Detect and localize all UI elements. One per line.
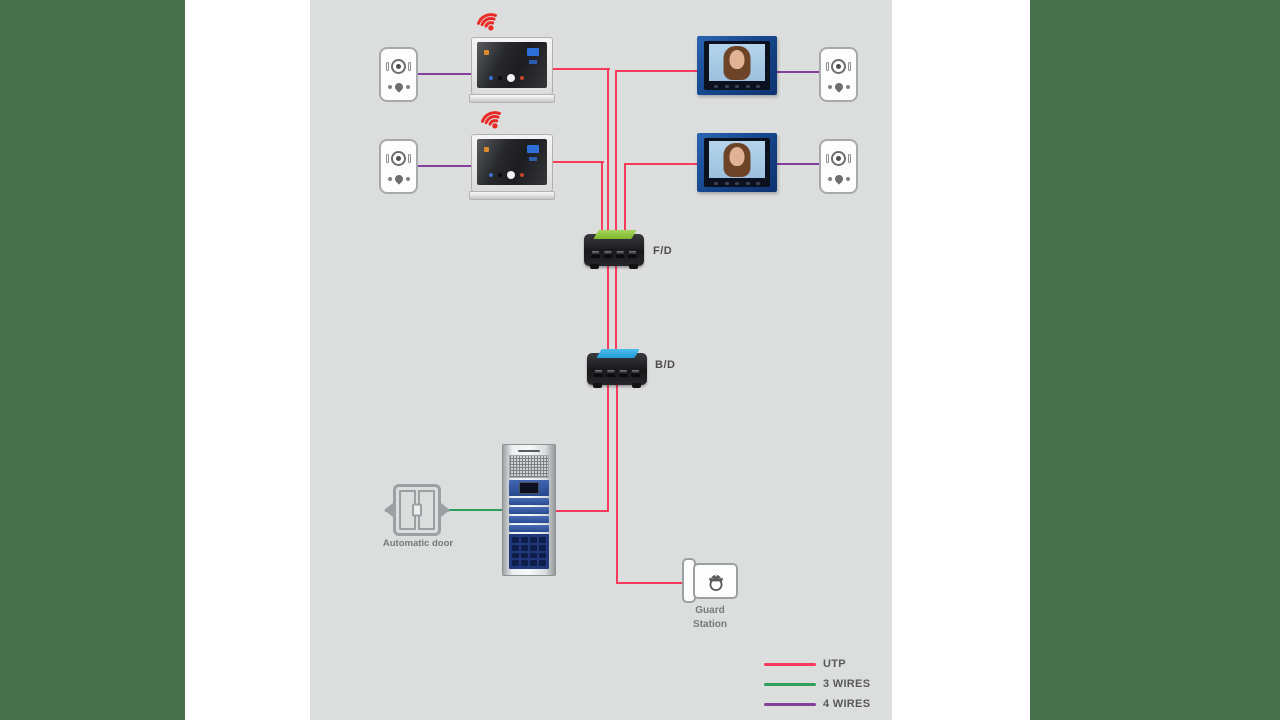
door-station-left-2 [379, 139, 418, 194]
wire-4w-station2-left [417, 165, 472, 167]
name-button-strip [509, 507, 549, 514]
speaker-grille [509, 455, 549, 478]
automatic-door-label: Automatic door [382, 538, 454, 549]
wire-utp-monitor1-h [553, 68, 610, 70]
video-screen [709, 44, 765, 81]
name-button-strip [509, 525, 549, 532]
building-distributor-bd [585, 348, 649, 388]
name-button-strip [509, 516, 549, 523]
caller-face [729, 50, 745, 69]
touch-buttons [489, 171, 524, 179]
door-station-right-1 [819, 47, 858, 102]
distributor-ports [591, 251, 637, 258]
wifi-icon [480, 111, 501, 129]
legend-item-4wires: 4 WIRES [764, 694, 870, 714]
video-screen [709, 141, 765, 178]
guard-station-label: Guard Station [693, 605, 727, 630]
screen-widget [527, 145, 539, 153]
indoor-monitor-wifi-2 [469, 134, 555, 200]
door-station-right-2 [819, 139, 858, 194]
doorbell-drop-icon [827, 80, 850, 93]
wire-utp-video2-v [624, 163, 626, 233]
bd-label: B/D [655, 359, 676, 371]
monitor-base [469, 94, 555, 103]
panel-keypad [509, 534, 549, 569]
doorbell-drop-icon [827, 172, 850, 185]
monitor-screen [477, 42, 547, 88]
arrow-left-icon [377, 503, 393, 517]
monitor-screen [477, 139, 547, 185]
panel-logo [518, 450, 540, 452]
legend: UTP 3 WIRES 4 WIRES [764, 654, 870, 714]
wire-utp-video1-v [615, 70, 617, 233]
caller-face [729, 147, 745, 166]
monitor-base [469, 191, 555, 200]
wire-utp-monitor2-v [601, 161, 603, 233]
monitor-bezel [704, 41, 770, 90]
wire-4w-station1-right [776, 71, 821, 73]
touch-buttons [714, 182, 760, 185]
wire-utp-fd-bd-left [607, 262, 609, 352]
wire-utp-bd-panel-v [607, 380, 609, 512]
indoor-monitor-wifi-1 [469, 37, 555, 103]
doorbell-drop-icon [387, 172, 410, 185]
door-handle [412, 503, 422, 517]
wire-utp-monitor2-h [553, 161, 604, 163]
distributor-body [584, 234, 644, 266]
floor-distributor-fd [582, 229, 646, 269]
camera-lens-icon [386, 150, 411, 166]
legend-line-4wires [764, 702, 816, 706]
guard-station-icon [682, 558, 738, 603]
arrow-right-icon [441, 503, 457, 517]
video-monitor-1 [697, 36, 777, 95]
fd-label: F/D [653, 245, 673, 257]
guard-station-body [693, 563, 738, 599]
distributor-top-label [596, 349, 640, 358]
touch-buttons [489, 74, 524, 82]
wire-utp-video2-h [624, 163, 697, 165]
camera-lens-icon [826, 150, 851, 166]
screen-widget [527, 48, 539, 56]
camera-lens-icon [386, 58, 411, 74]
distributor-body [587, 353, 647, 385]
wire-3w-autodoor [448, 509, 503, 511]
wire-utp-fd-bd-right [615, 262, 617, 352]
wire-4w-station2-right [776, 163, 821, 165]
door-frame [393, 484, 441, 536]
legend-line-3wires [764, 682, 816, 686]
entrance-door-panel [502, 444, 556, 576]
legend-line-utp [764, 662, 816, 666]
wire-utp-bd-guard-h [616, 582, 683, 584]
doorbell-drop-icon [387, 80, 410, 93]
door-station-left-1 [379, 47, 418, 102]
wire-4w-station1-left [417, 73, 472, 75]
status-led [484, 147, 489, 152]
legend-item-utp: UTP [764, 654, 870, 674]
camera-window [519, 482, 539, 494]
wire-utp-bd-panel-h [556, 510, 609, 512]
panel-camera [509, 480, 549, 496]
touch-buttons [714, 85, 760, 88]
name-button-strip [509, 498, 549, 505]
wifi-icon [476, 13, 497, 31]
wire-utp-video1-h [615, 70, 697, 72]
legend-item-3wires: 3 WIRES [764, 674, 870, 694]
status-led [484, 50, 489, 55]
automatic-door-icon [377, 482, 457, 538]
distributor-ports [594, 370, 640, 377]
camera-lens-icon [826, 58, 851, 74]
wire-utp-monitor1-v [607, 68, 609, 233]
distributor-top-label [593, 230, 637, 239]
wire-utp-bd-guard-v [616, 380, 618, 584]
video-monitor-2 [697, 133, 777, 192]
guard-officer-icon [708, 573, 723, 591]
monitor-bezel [704, 138, 770, 187]
